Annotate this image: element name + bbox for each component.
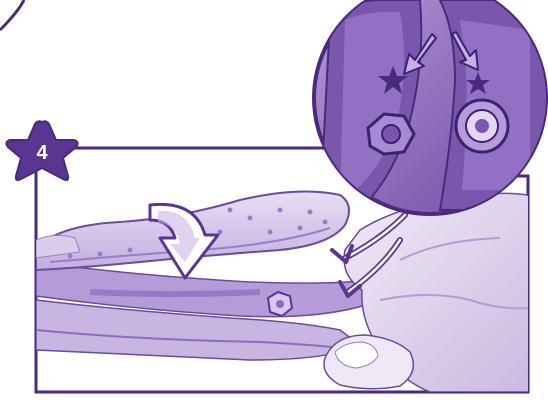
pointer-arrow-icon <box>403 33 437 75</box>
ring-washer-icon <box>454 98 510 154</box>
hex-nut-icon <box>366 112 416 156</box>
pointer-arrow-icon <box>451 31 479 71</box>
corner-arc <box>0 0 26 32</box>
zoom-callout <box>312 0 548 216</box>
hex-nut-icon <box>266 290 294 318</box>
step-badge: 4 <box>5 120 79 181</box>
step-number: 4 <box>36 142 48 164</box>
curved-down-arrow-icon <box>148 202 220 280</box>
base-strap <box>36 299 362 361</box>
star-badge-icon <box>5 120 79 181</box>
squeeze-arrow-icon <box>330 212 408 298</box>
star-marker-icon <box>466 72 490 94</box>
star-marker-icon <box>378 66 408 94</box>
